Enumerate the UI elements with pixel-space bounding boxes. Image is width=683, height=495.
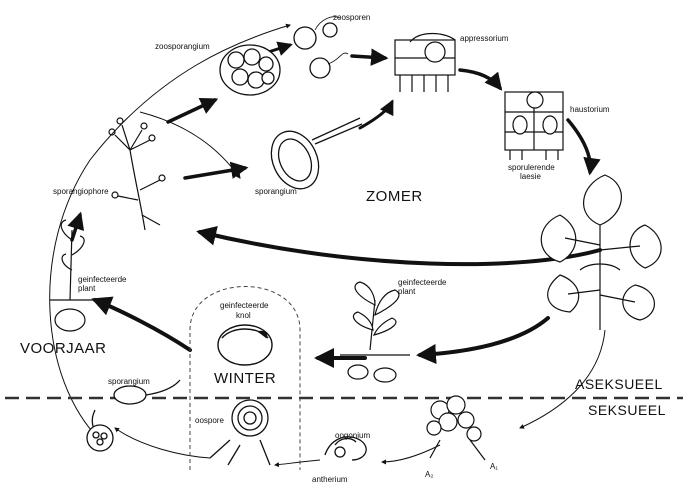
arrow-summer-loop: [196, 225, 602, 267]
hyphae-drawing: [426, 395, 486, 461]
label-sporulerende-1: sporulerende: [508, 163, 555, 172]
label-appressorium: appressorium: [460, 34, 509, 43]
sporangium-drawing: [270, 117, 363, 190]
mode-label-sexual: SEKSUEEL: [588, 402, 666, 418]
season-label-summer: ZOMER: [366, 188, 423, 205]
arrow-plant-to-sporangiophore: [67, 211, 85, 242]
arrow-a-to-oogonium: [381, 444, 441, 465]
arrow-outer-arc: [49, 23, 291, 441]
label-a1: A₁: [490, 462, 499, 471]
label-geinfecteerde-knol-1: geinfecteerde: [220, 301, 269, 310]
label-geinfecteerde-plant-mid-2: plant: [398, 287, 416, 296]
arrow-to-zoosporangium: [166, 98, 219, 124]
mid-plant-drawing: [340, 281, 410, 383]
label-antherium: antherium: [312, 475, 348, 484]
label-sporulerende-2: laesie: [520, 172, 541, 181]
spring-plant-drawing: [50, 219, 95, 332]
arrow-sporangium-to-appressorium: [358, 99, 394, 130]
zoospores-drawing: [293, 16, 349, 79]
arrow-zoospores-to-appressorium: [350, 48, 389, 66]
label-geinfecteerde-knol-2: knol: [236, 311, 251, 320]
oogonium-drawing: [324, 436, 367, 461]
oospore-drawing: [209, 399, 271, 466]
label-geinfecteerde-plant-left-1: geinfecteerde: [78, 275, 127, 284]
arrow-plant-to-tuber-plant: [416, 316, 550, 365]
label-oogonium: oogonium: [335, 431, 371, 440]
arrow-sporangiophore-to-sporangium: [139, 111, 241, 179]
label-geinfecteerde-plant-mid-1: geinfecteerde: [398, 278, 447, 287]
label-a2: A₂: [425, 470, 434, 479]
winter-arch: [189, 286, 301, 470]
arrow-appressorium-to-haustorium: [458, 68, 503, 91]
leaf-drawing: [540, 174, 662, 330]
label-oospore: oospore: [195, 416, 224, 425]
tuber-drawing: [217, 324, 273, 366]
season-label-winter: WINTER: [214, 370, 277, 387]
mode-label-asexual: ASEKSUEEL: [575, 376, 663, 392]
appressorium-drawing: [394, 32, 456, 92]
arrow-winter-to-spring: [91, 296, 192, 352]
label-sporangium-top: sporangium: [255, 187, 297, 196]
thin-arrows: [49, 23, 606, 468]
arrow-oospore-to-sporangium: [114, 427, 211, 459]
arrow-oogonium-to-oospore: [274, 459, 321, 468]
haustorium-drawing: [504, 91, 564, 160]
label-zoosporen: zoosporen: [333, 13, 371, 22]
label-haustorium: haustorium: [570, 105, 610, 114]
season-label-spring: VOORJAAR: [20, 340, 107, 357]
label-zoosporangium: zoosporangium: [155, 42, 210, 51]
bottom-sporangium-drawing: [86, 379, 181, 452]
label-sporangiophore: sporangiophore: [53, 187, 109, 196]
arrow-to-sporangium: [183, 161, 249, 180]
label-sporangium-bottom: sporangium: [108, 377, 150, 386]
arrow-lesion-to-leaf: [566, 118, 601, 176]
zoosporangium-drawing: [219, 44, 281, 96]
arrow-plant-to-sexual: [519, 329, 606, 429]
sporangiophore-drawing: [108, 117, 166, 231]
label-geinfecteerde-plant-left-2: plant: [78, 284, 96, 293]
